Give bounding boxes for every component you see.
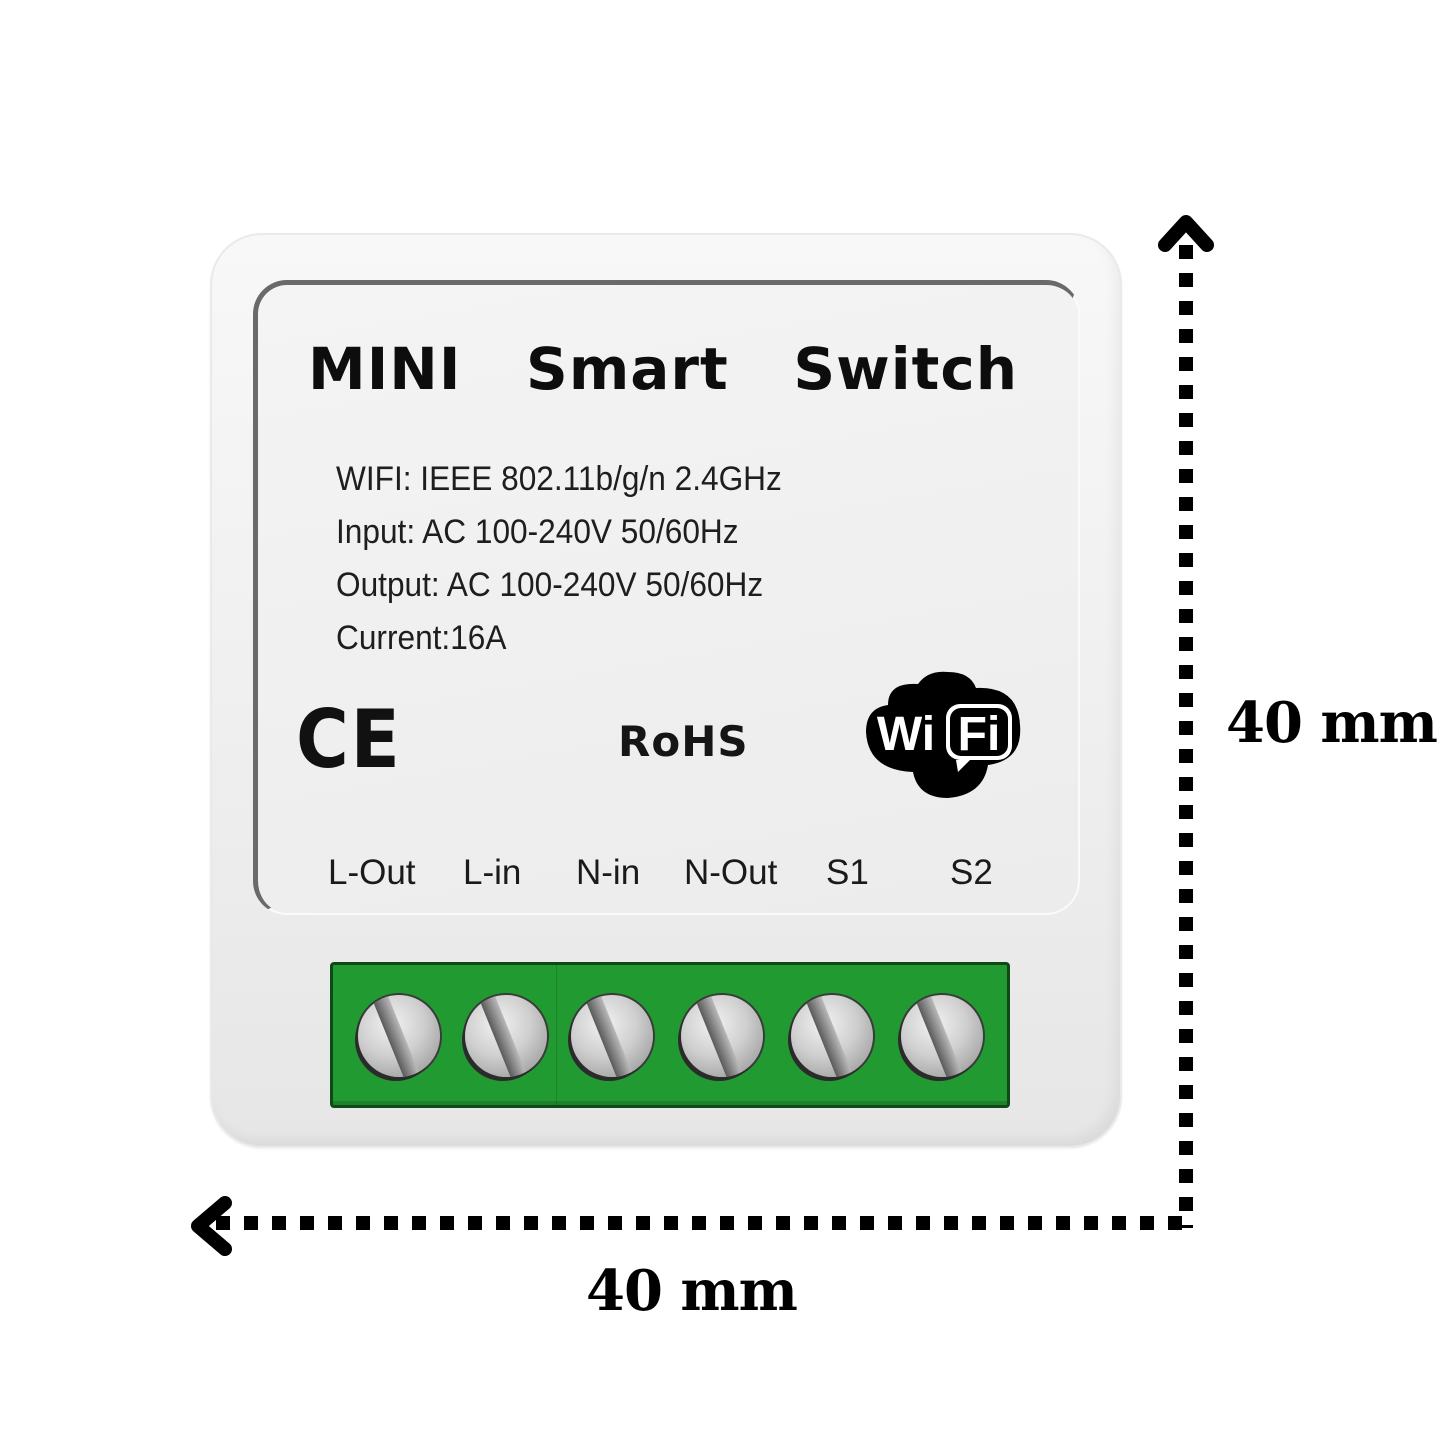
screw-icon: [465, 995, 547, 1077]
terminal-label-l-in: L-in: [463, 853, 522, 892]
horizontal-dimension-line: [191, 1196, 1193, 1256]
vertical-dimension-line: [1158, 215, 1214, 1228]
screw-icon: [358, 995, 440, 1077]
arrow-left-icon: [191, 1196, 232, 1256]
spec-list: WIFI: IEEE 802.11b/g/n 2.4GHz Input: AC …: [336, 453, 782, 665]
label-panel: MINI Smart Switch WIFI: IEEE 802.11b/g/n…: [253, 280, 1080, 915]
terminal-block: [330, 962, 1010, 1108]
svg-text:Fi: Fi: [958, 708, 1001, 761]
arrow-up-icon: [1158, 215, 1214, 252]
terminal-label-s1: S1: [826, 853, 869, 892]
screw-icon: [791, 995, 873, 1077]
spec-output: Output: AC 100-240V 50/60Hz: [336, 566, 764, 604]
spec-wifi: WIFI: IEEE 802.11b/g/n 2.4GHz: [336, 460, 782, 498]
wifi-logo-icon: Wi Fi: [866, 671, 1021, 798]
spec-input: Input: AC 100-240V 50/60Hz: [336, 513, 739, 551]
block-seam: [556, 965, 557, 1105]
svg-text:Wi: Wi: [877, 708, 935, 761]
rohs-mark: RoHS: [618, 717, 749, 766]
product-title: MINI Smart Switch: [308, 335, 1018, 403]
height-dimension-label: 40 mm: [1226, 690, 1438, 756]
screw-icon: [571, 995, 653, 1077]
title-word-mini: MINI: [308, 335, 462, 403]
title-word-switch: Switch: [793, 335, 1018, 403]
title-word-smart: Smart: [526, 335, 729, 403]
screw-icon: [681, 995, 763, 1077]
ce-mark-icon: CE: [296, 693, 402, 786]
spec-current: Current:16A: [336, 619, 507, 657]
screw-icon: [901, 995, 983, 1077]
terminal-label-s2: S2: [950, 853, 993, 892]
terminal-label-l-out: L-Out: [328, 853, 416, 892]
terminal-label-n-out: N-Out: [684, 853, 778, 892]
terminal-label-n-in: N-in: [576, 853, 641, 892]
smart-switch-device: MINI Smart Switch WIFI: IEEE 802.11b/g/n…: [210, 233, 1122, 1148]
width-dimension-label: 40 mm: [586, 1258, 798, 1324]
